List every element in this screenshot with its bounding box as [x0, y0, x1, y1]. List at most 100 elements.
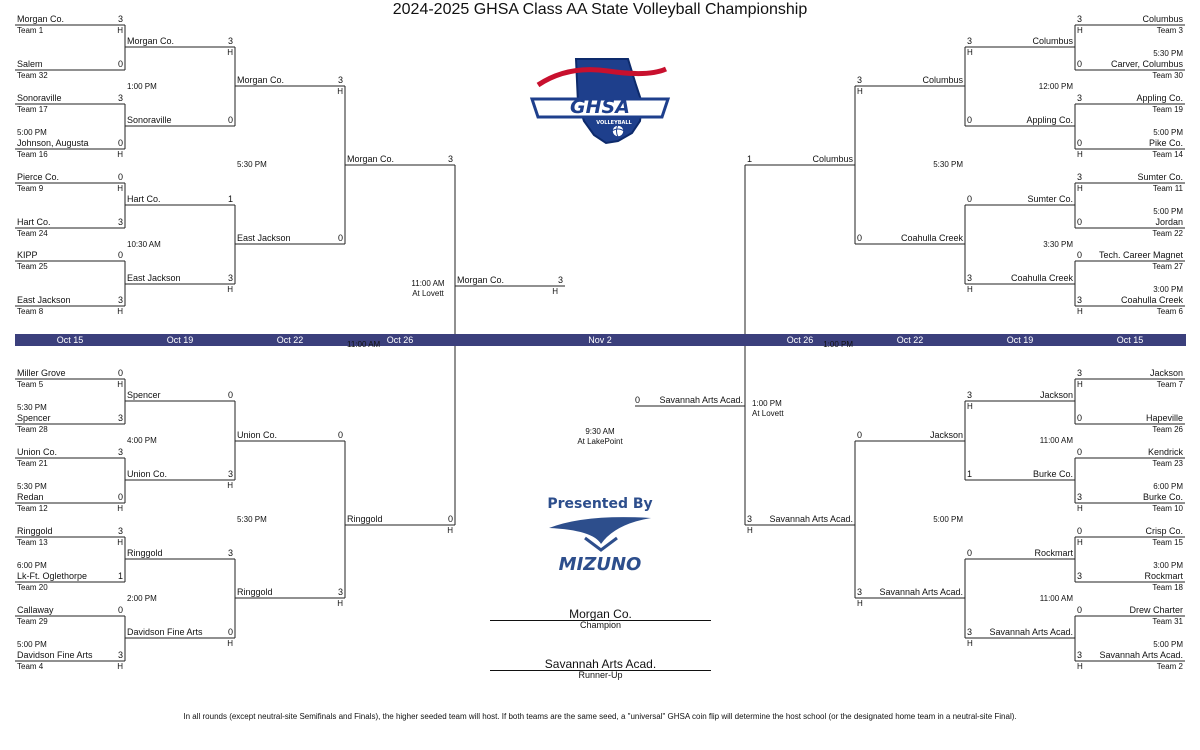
r1-bl2-seed-a: Team 21 — [17, 459, 48, 468]
r1-tr3-seed-a: Team 11 — [1152, 184, 1183, 193]
semis-right-team-a: Columbus — [812, 154, 853, 164]
r2-br2-time: 11:00 AM — [1039, 593, 1073, 603]
r1-bl4-time: 5:00 PM — [17, 639, 47, 649]
r1-tl3-score-b: 3 — [117, 217, 123, 227]
r1-tr3-seed-b: Team 22 — [1152, 229, 1183, 238]
semis-left-time: 11:00 AM — [411, 279, 445, 288]
r1-tl2-host-b: H — [117, 150, 123, 159]
r3-bl-host-b: H — [337, 599, 343, 608]
r1-br3-seed-b: Team 18 — [1152, 583, 1183, 592]
r3-bl-score-b: 3 — [337, 587, 343, 597]
date-r2-right: Oct 19 — [1006, 335, 1034, 345]
r2-tl1-team-b: Sonoraville — [127, 115, 172, 125]
final-venue: At LakePoint — [577, 437, 623, 446]
r1-bl2-host-b: H — [117, 504, 123, 513]
r1-bl1-seed-a: Team 5 — [17, 380, 44, 389]
r2-tr2-host-b: H — [967, 285, 973, 294]
runner-up-name: Savannah Arts Acad. — [544, 657, 657, 671]
r2-tr2-score-b: 3 — [967, 273, 973, 283]
r1-tl1-team-a: Morgan Co. — [17, 14, 65, 24]
runner-up-label: Runner-Up — [578, 670, 623, 680]
semis-left-team-b: Ringgold — [347, 514, 383, 524]
r1-bl3-seed-b: Team 20 — [17, 583, 48, 592]
r3-bl-team-a: Union Co. — [237, 430, 278, 440]
r1-tr2-seed-a: Team 19 — [1152, 105, 1183, 114]
r1-tr3-team-b: Jordan — [1155, 217, 1183, 227]
r1-tl1-seed-a: Team 1 — [17, 26, 44, 35]
r1-br4-host-b: H — [1077, 662, 1083, 671]
r1-tl4-seed-b: Team 8 — [17, 307, 44, 316]
r1-bl2-score-a: 3 — [117, 447, 123, 457]
r1-bl1-host-a: H — [117, 380, 123, 389]
date-r3-right: Oct 22 — [896, 335, 924, 345]
r1-tl3-team-b: Hart Co. — [17, 217, 51, 227]
r2-tr1-team-a: Columbus — [1032, 36, 1073, 46]
champion-line — [490, 620, 711, 621]
r1-bl2-time: 5:30 PM — [17, 481, 47, 491]
r1-tl4-team-a: KIPP — [17, 250, 38, 260]
final-score-a: 3 — [557, 275, 563, 285]
r1-br1-score-a: 3 — [1077, 368, 1083, 378]
r1-bl3-time: 6:00 PM — [17, 560, 47, 570]
r2-bl1-score-a: 0 — [227, 390, 233, 400]
r2-bl1-time: 4:00 PM — [127, 435, 157, 445]
r2-br1-score-b: 1 — [967, 469, 973, 479]
r1-br4-seed-b: Team 2 — [1156, 662, 1183, 671]
r2-bl2-host-b: H — [227, 639, 233, 648]
r1-br1-team-a: Jackson — [1149, 368, 1183, 378]
r1-tl3-host-a: H — [117, 184, 123, 193]
r1-tl2-seed-b: Team 16 — [17, 150, 48, 159]
r2-bl1-score-b: 3 — [227, 469, 233, 479]
r1-br1-team-b: Hapeville — [1145, 413, 1183, 423]
final-team-a: Morgan Co. — [457, 275, 505, 285]
r2-tr1-host-a: H — [967, 48, 973, 57]
r1-tr1-host-a: H — [1077, 26, 1083, 35]
r3-tl-time: 5:30 PM — [237, 160, 267, 169]
r1-br4-seed-a: Team 31 — [1152, 617, 1183, 626]
r2-tl2-score-a: 1 — [227, 194, 233, 204]
r1-tr2-team-a: Appling Co. — [1136, 93, 1183, 103]
semis-left-venue: At Lovett — [412, 289, 444, 298]
date-r1-right: Oct 15 — [1116, 335, 1144, 345]
r1-tl4-host-b: H — [117, 307, 123, 316]
date-r4-left: Oct 26 — [386, 335, 414, 345]
ghsa-logo: GHSA VOLLEYBALL — [529, 58, 671, 145]
r1-tr3-host-a: H — [1077, 184, 1083, 193]
runner-up-line — [490, 670, 711, 671]
champion-label: Champion — [579, 620, 622, 630]
r2-tl1-score-a: 3 — [227, 36, 233, 46]
r1-tl4-team-b: East Jackson — [17, 295, 71, 305]
r1-br4-score-b: 3 — [1077, 650, 1083, 660]
r1-bl1-score-b: 3 — [117, 413, 123, 423]
r1-bl1-time: 5:30 PM — [17, 402, 47, 412]
r2-tl2-host-b: H — [227, 285, 233, 294]
semis-right-time: 1:00 PM — [752, 399, 782, 408]
date-r1-left: Oct 15 — [56, 335, 84, 345]
r1-tr4-time: 3:00 PM — [1153, 284, 1183, 294]
r2-br1-time: 11:00 AM — [1039, 435, 1073, 445]
r3-br-host-b: H — [857, 599, 863, 608]
r1-tr4-team-b: Coahulla Creek — [1120, 295, 1183, 305]
r2-tr2-team-b: Coahulla Creek — [1010, 273, 1073, 283]
r1-br3-time: 3:00 PM — [1153, 560, 1183, 570]
date-r4-right: Oct 26 — [786, 335, 814, 345]
r1-tl2-score-b: 0 — [117, 138, 123, 148]
r1-br1-score-b: 0 — [1077, 413, 1083, 423]
r3-tr-team-b: Coahulla Creek — [900, 233, 963, 243]
volleyball-icon — [611, 124, 625, 138]
r1-tl2-team-b: Johnson, Augusta — [17, 138, 89, 148]
r1-bl4-team-b: Davidson Fine Arts — [17, 650, 93, 660]
r3-br-score-a: 0 — [857, 430, 863, 440]
r1-bl4-seed-b: Team 4 — [17, 662, 44, 671]
r1-tl2-team-a: Sonoraville — [17, 93, 62, 103]
r2-tr2-time: 3:30 PM — [1043, 239, 1073, 249]
r1-tl4-score-b: 3 — [117, 295, 123, 305]
ghsa-logo-sub: VOLLEYBALL — [596, 120, 632, 126]
r2-bl2-score-a: 3 — [227, 548, 233, 558]
date-r3-left: Oct 22 — [276, 335, 304, 345]
r1-tl4-score-a: 0 — [117, 250, 123, 260]
semis-left-score-b: 0 — [447, 514, 453, 524]
r2-br1-team-a: Jackson — [1039, 390, 1073, 400]
r1-tr2-score-a: 3 — [1077, 93, 1083, 103]
